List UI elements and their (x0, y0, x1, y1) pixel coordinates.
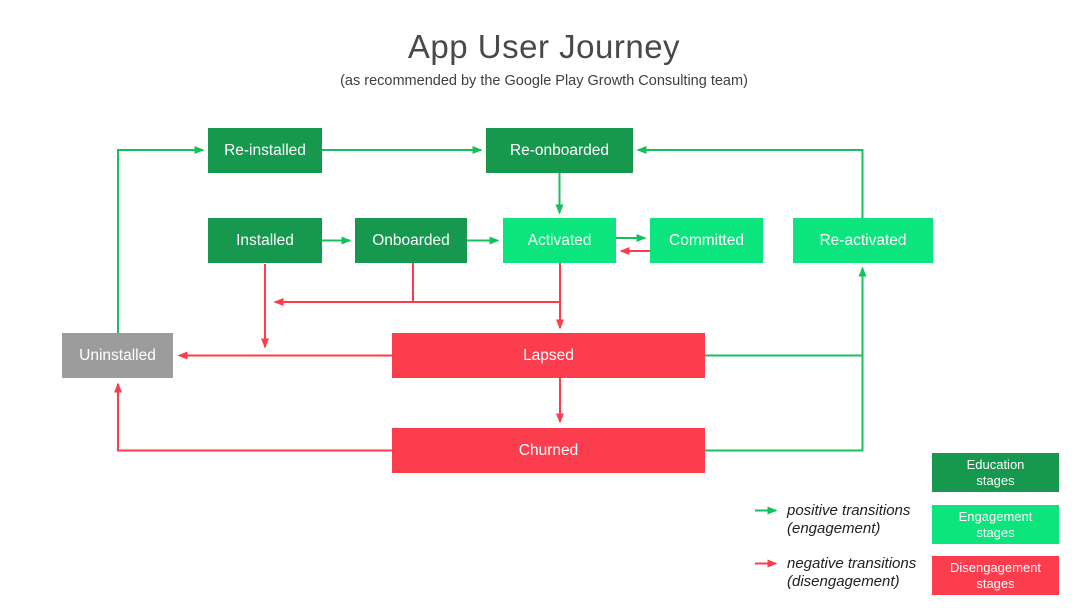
edge-uninstalled-to-reinstalled (117, 146, 205, 333)
diagram-header: App User Journey (as recommended by the … (0, 28, 1088, 89)
legend-engagement-line1: Engagement (958, 508, 1033, 524)
node-installed: Installed (208, 218, 322, 263)
legend-negative-line2: (disengagement) (787, 573, 900, 590)
legend-education-line2: stages (976, 472, 1015, 488)
node-re-onboarded: Re-onboarded (486, 128, 633, 173)
legend-education-line1: Education (966, 456, 1025, 472)
page-subtitle: (as recommended by the Google Play Growt… (340, 73, 748, 89)
legend-negative-transitions: negative transitions (disengagement) (787, 555, 916, 591)
node-uninstalled: Uninstalled (62, 333, 173, 378)
legend-disengagement-line2: stages (976, 575, 1015, 591)
legend-positive-transitions: positive transitions (engagement) (787, 502, 910, 538)
node-re-activated: Re-activated (793, 218, 933, 263)
legend-positive-line1: positive transitions (787, 502, 911, 519)
node-committed: Committed (650, 218, 763, 263)
edge-churned-to-reactivated (705, 266, 867, 452)
node-re-installed: Re-installed (208, 128, 322, 173)
legend-engagement-line2: stages (976, 524, 1015, 540)
node-activated: Activated (503, 218, 616, 263)
legend-negative-line1: negative transitions (787, 555, 917, 572)
page-title: App User Journey (407, 28, 681, 65)
legend-disengagement-stages: Disengagement stages (932, 556, 1059, 595)
legend-disengagement-line1: Disengagement (949, 559, 1042, 575)
legend-positive-line2: (engagement) (787, 520, 881, 537)
edge-churned-to-uninstalled (114, 382, 392, 452)
node-churned: Churned (392, 428, 705, 473)
legend-engagement-stages: Engagement stages (932, 505, 1059, 544)
node-lapsed: Lapsed (392, 333, 705, 378)
legend-education-stages: Education stages (932, 453, 1059, 492)
edge-reactivated-to-reonboarded (636, 146, 864, 218)
node-onboarded: Onboarded (355, 218, 467, 263)
